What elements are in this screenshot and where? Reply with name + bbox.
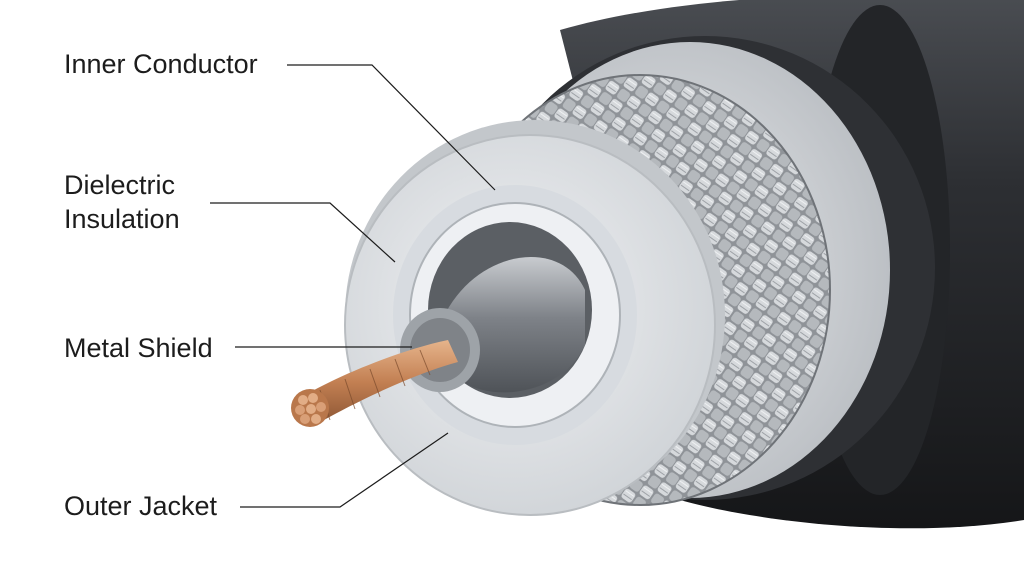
label-metal-shield: Metal Shield (64, 333, 213, 363)
label-outer-jacket: Outer Jacket (64, 491, 218, 521)
leader-inner-conductor (287, 64, 496, 191)
label-dielectric-line2: Insulation (64, 204, 180, 234)
label-inner-conductor: Inner Conductor (64, 49, 258, 79)
strand-bundle-end (291, 389, 329, 427)
leader-outer-jacket (240, 432, 449, 508)
leader-dielectric (210, 202, 396, 263)
copper-conductor (305, 340, 458, 425)
label-dielectric-insulation: Dielectric Insulation (64, 168, 180, 236)
label-dielectric-line1: Dielectric (64, 170, 176, 200)
